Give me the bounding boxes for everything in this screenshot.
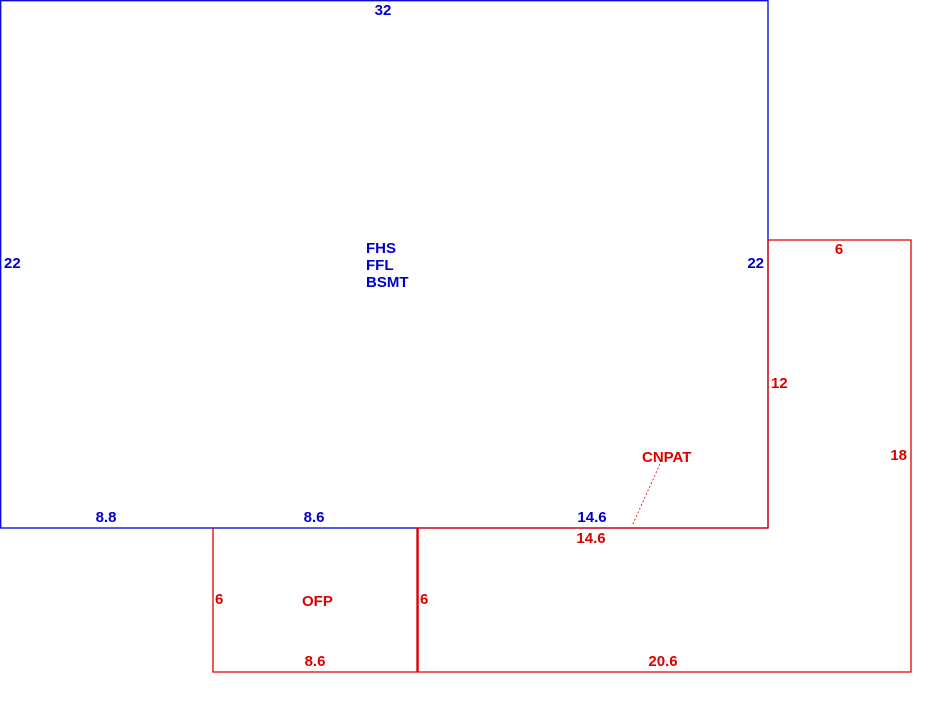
main-dim-left: 22 (4, 255, 21, 272)
main-dim-top: 32 (375, 2, 392, 19)
main-label-bsmt: BSMT (366, 274, 409, 291)
cnpat-dim-inner-side: 12 (771, 375, 788, 392)
main-label-ffl: FFL (366, 257, 394, 274)
ofp-dim-left: 6 (215, 591, 223, 608)
main-dim-bottom-middle: 8.6 (304, 509, 325, 526)
cnpat-dim-bottom: 20.6 (648, 653, 677, 670)
main-label-fhs: FHS (366, 240, 396, 257)
ofp-dim-bottom: 8.6 (305, 653, 326, 670)
cnpat-leader-line (631, 463, 661, 527)
ofp-label: OFP (302, 593, 333, 610)
main-dim-bottom-left: 8.8 (96, 509, 117, 526)
ofp-area (212, 528, 419, 673)
ofp-outline (212, 528, 419, 673)
cnpat-area (417, 239, 912, 673)
main-dim-bottom-right: 14.6 (577, 509, 606, 526)
cnpat-dim-top: 6 (835, 241, 843, 258)
cnpat-dim-top-inner: 14.6 (576, 530, 605, 547)
cnpat-label: CNPAT (642, 449, 691, 466)
cnpat-dim-outer-side: 18 (890, 447, 907, 464)
ofp-dim-right: 6 (420, 591, 428, 608)
main-dim-right: 22 (747, 255, 764, 272)
cnpat-outline (417, 239, 912, 673)
